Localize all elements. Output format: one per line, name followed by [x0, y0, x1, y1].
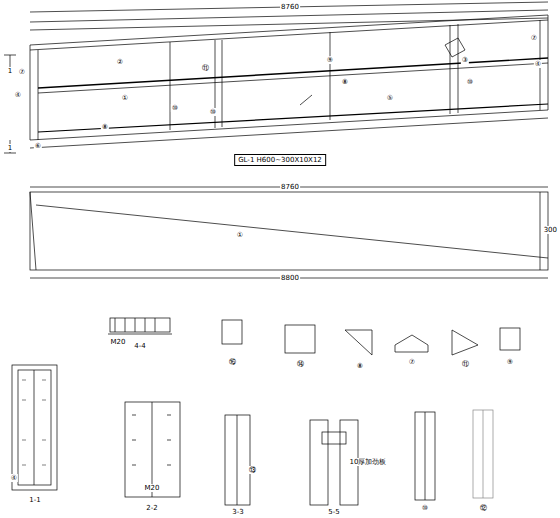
- callout-label: ④: [14, 91, 22, 99]
- callout-label: ①: [121, 94, 129, 102]
- callout-label: 10厚加劲板: [349, 458, 388, 466]
- callout-label: ⑧: [356, 362, 364, 370]
- callout-label: ⑤: [386, 94, 394, 102]
- callout-label: 1: [7, 144, 13, 152]
- callout-label: ⑧: [341, 78, 349, 86]
- callout-label: ④: [10, 474, 18, 482]
- callout-label: ⑩: [421, 504, 429, 512]
- callout-label: 8800: [280, 274, 300, 282]
- callout-label: ⑬: [248, 466, 257, 474]
- callout-label: 4-4: [133, 342, 146, 350]
- callout-label: ⑩: [171, 104, 179, 112]
- callout-label: 2-2: [145, 504, 158, 512]
- callout-label: ⑦: [408, 358, 416, 366]
- callout-label: ②: [116, 58, 124, 66]
- callout-label: 300: [543, 226, 558, 234]
- callout-label: ⑧: [101, 123, 109, 131]
- callout-label: ①: [236, 231, 244, 239]
- callout-label: 8760: [280, 183, 300, 191]
- callout-label: ⑯: [228, 358, 237, 366]
- callout-label: ⑨: [326, 56, 334, 64]
- callout-label: ④: [534, 60, 542, 68]
- callout-label: ⑫: [479, 504, 488, 512]
- callout-label: ⑨: [506, 358, 514, 366]
- callout-label: 1: [7, 67, 13, 75]
- callout-label: ⑩: [466, 78, 474, 86]
- member-caption: GL-1 H600~300X10X12: [234, 154, 326, 166]
- callout-label: ⑦: [18, 68, 26, 76]
- callout-label: ⑦: [530, 34, 538, 42]
- callout-label: 8760: [280, 3, 300, 11]
- callout-label: 3-3: [231, 508, 244, 516]
- callout-label: ⑩: [209, 108, 217, 116]
- callout-label: ⑪: [461, 360, 470, 368]
- callout-label: 1-1: [28, 496, 41, 504]
- callout-label: ③: [461, 56, 469, 64]
- callout-label: M20: [144, 484, 161, 492]
- callout-label: M20: [110, 338, 127, 346]
- callout-label: ⑥: [34, 142, 42, 150]
- callout-label: ⑪: [201, 64, 210, 72]
- callout-label: 5-5: [327, 508, 340, 516]
- callout-label: ⑭: [296, 360, 305, 368]
